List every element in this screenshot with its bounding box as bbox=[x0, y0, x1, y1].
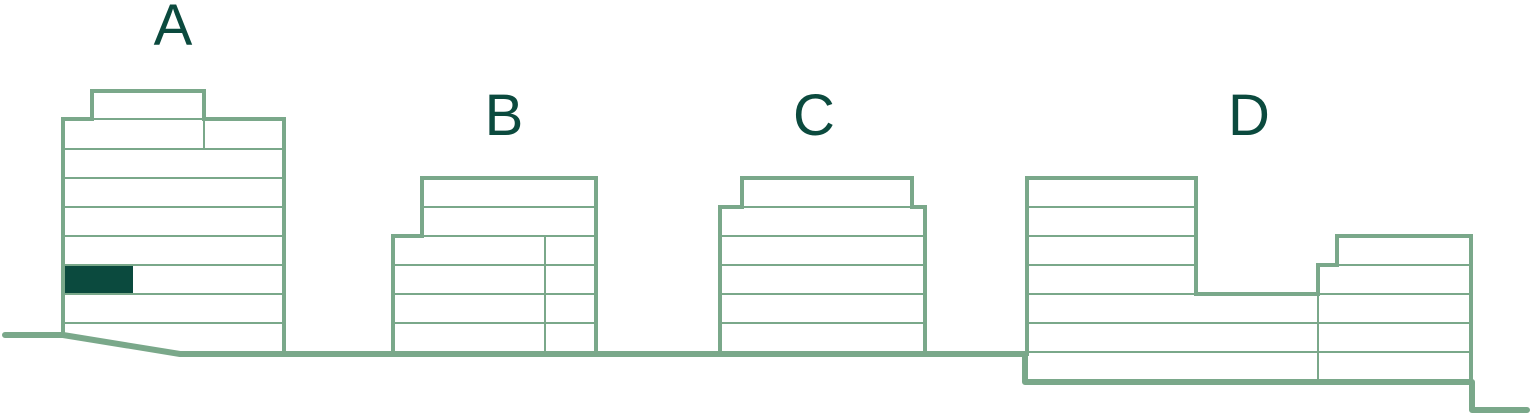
ground-profile bbox=[2, 332, 1530, 413]
building-d: D bbox=[1025, 83, 1473, 384]
building-d-floors bbox=[1027, 206, 1471, 382]
building-a-label: A bbox=[154, 0, 193, 58]
building-c-label: C bbox=[793, 83, 835, 148]
building-b: B bbox=[391, 83, 598, 354]
building-a-outline bbox=[61, 89, 286, 354]
highlighted-unit bbox=[65, 266, 133, 293]
building-d-outline bbox=[1025, 176, 1473, 384]
building-a-floors bbox=[63, 118, 284, 324]
building-b-label: B bbox=[485, 83, 524, 148]
building-a: A bbox=[61, 0, 286, 354]
building-d-label: D bbox=[1228, 83, 1270, 148]
building-c-floors bbox=[720, 206, 925, 324]
ground-line bbox=[2, 332, 1530, 413]
building-c: C bbox=[718, 83, 927, 354]
building-b-floors bbox=[393, 206, 596, 352]
